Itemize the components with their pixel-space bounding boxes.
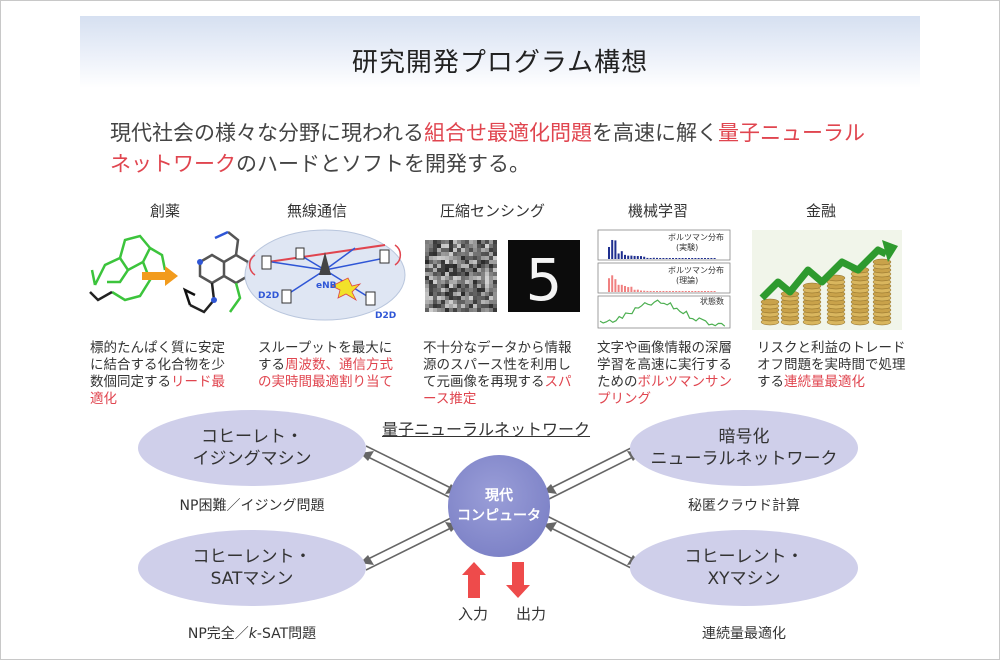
caption-italic: k <box>249 626 257 642</box>
desc-drug: 標的たんぱく質に安定に結合する化合物を少数個同定するリード最適化 <box>90 340 238 408</box>
node-line1: コヒーレント・ <box>193 546 312 568</box>
output-arrow-icon <box>506 562 530 598</box>
input-arrow-icon <box>462 562 486 598</box>
node-line2: SATマシン <box>211 568 294 590</box>
node-line2: イジングマシン <box>193 448 312 470</box>
molecule-illustration-2 <box>185 232 248 312</box>
center-line2: コンピュータ <box>457 506 541 526</box>
enb-label: eNB <box>316 281 337 291</box>
finance-illustration <box>752 230 902 330</box>
desc-ml: 文字や画像情報の深層学習を高速に実行するためのボルツマンサンプリング <box>597 340 743 408</box>
network-title: 量子ニューラルネットワーク <box>382 416 590 440</box>
node-coherent-xy: コヒーレント・ XYマシン <box>630 530 858 606</box>
desc-sensing: 不十分なデータから情報源のスパース性を利用して元画像を再現するスパース推定 <box>423 340 581 408</box>
node-line2: XYマシン <box>707 568 780 590</box>
noise-pattern <box>425 240 497 312</box>
wireless-illustration <box>245 230 405 320</box>
desc-highlight: 連続量最適化 <box>784 374 865 390</box>
node-coherent-ising: コヒーレト・ イジングマシン <box>138 410 366 486</box>
center-line1: 現代 <box>485 486 513 506</box>
ml-panel2-label: ボルツマン分布 <box>668 265 724 275</box>
node-line1: 暗号化 <box>719 426 770 448</box>
caption-part: -SAT問題 <box>257 626 316 642</box>
node-line2: ニューラルネットワーク <box>651 448 838 470</box>
ml-panel1-sub: (実験) <box>676 242 698 252</box>
input-label: 入力 <box>458 603 488 624</box>
d2d-label-left: D2D <box>258 291 279 301</box>
desc-wireless: スループットを最大にする周波数、通信方式の実時間最適割り当て <box>258 340 404 391</box>
caption-encrypted-nn: 秘匿クラウド計算 <box>630 495 858 515</box>
caption-part: NP完全／ <box>188 626 249 642</box>
node-line1: コヒーレント・ <box>685 546 804 568</box>
node-line1: コヒーレト・ <box>201 426 303 448</box>
ml-panel2-sub: (理論) <box>676 275 698 285</box>
ml-histogram-illustration <box>598 230 730 328</box>
ml-panel1-label: ボルツマン分布 <box>668 232 724 242</box>
caption-coherent-ising: NP困難／イジング問題 <box>138 495 366 515</box>
molecule-illustration <box>90 236 165 300</box>
node-coherent-sat: コヒーレント・ SATマシン <box>138 530 366 606</box>
ml-panel3-label: 状態数 <box>700 296 724 306</box>
center-node-modern-computer: 現代 コンピュータ <box>448 455 550 557</box>
caption-coherent-xy: 連続量最適化 <box>630 623 858 643</box>
node-encrypted-nn: 暗号化 ニューラルネットワーク <box>630 410 858 486</box>
d2d-label-right: D2D <box>375 311 396 321</box>
caption-coherent-sat: NP完全／k-SAT問題 <box>138 623 366 643</box>
desc-finance: リスクと利益のトレードオフ問題を実時間で処理する連続量最適化 <box>757 340 917 391</box>
output-label: 出力 <box>516 603 546 624</box>
digit-glyph: 5 <box>526 246 563 314</box>
